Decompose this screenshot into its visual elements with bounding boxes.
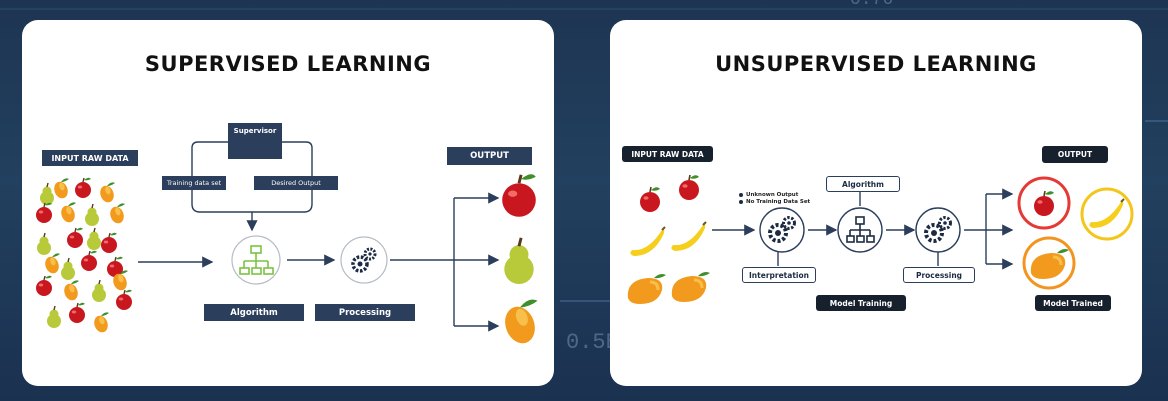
interpretation-label: Interpretation: [742, 267, 816, 283]
unsupervised-learning-card: UNSUPERVISED LEARNING INPUT RAW DATA Unk…: [610, 20, 1142, 386]
processing-gears-icon: [915, 207, 961, 253]
algorithm-icon: [231, 235, 281, 285]
interpretation-gears-icon: [759, 207, 805, 253]
algorithm-label: Algorithm: [826, 176, 900, 192]
algorithm-label: Algorithm: [204, 304, 304, 321]
output-apple-ring: [1017, 176, 1071, 230]
supervised-title: SUPERVISED LEARNING: [144, 52, 432, 76]
supervisor-box: Supervisor: [228, 123, 282, 159]
processing-gears-icon: [340, 236, 388, 284]
output-apple: [500, 172, 538, 219]
output-mango-ring: [1022, 236, 1076, 290]
input-raw-data-label: INPUT RAW DATA: [622, 146, 713, 162]
supervised-diagram-graphics: [35, 140, 540, 348]
input-fruits: [626, 174, 712, 306]
model-training-label: Model Training: [816, 295, 906, 311]
processing-label: Processing: [315, 304, 415, 321]
output-label: OUTPUT: [447, 147, 532, 165]
desired-output-label: Desired Output: [254, 176, 338, 190]
unknown-output-note: Unknown Output: [746, 192, 799, 198]
input-raw-data-label: INPUT RAW DATA: [42, 150, 138, 166]
background-readout-top: 0.76: [850, 0, 894, 10]
unsupervised-diagram-graphics: [626, 174, 1134, 306]
algorithm-hierarchy-icon: [837, 207, 883, 253]
unsupervised-title: UNSUPERVISED LEARNING: [715, 52, 1037, 76]
no-training-data-note: No Training Data Set: [746, 199, 811, 205]
processing-label: Processing: [903, 267, 975, 283]
supervisor-label: Supervisor: [233, 127, 277, 135]
output-mango: [500, 299, 540, 348]
model-trained-label: Model Trained: [1035, 295, 1111, 311]
output-banana-ring: [1080, 187, 1134, 241]
output-pear: [502, 236, 536, 286]
training-data-set-label: Training data set: [162, 176, 226, 190]
input-fruit-pile: [35, 177, 133, 335]
supervised-learning-card: SUPERVISED LEARNING INPUT RAW DATA Super…: [22, 20, 554, 386]
output-label: OUTPUT: [1042, 146, 1108, 163]
